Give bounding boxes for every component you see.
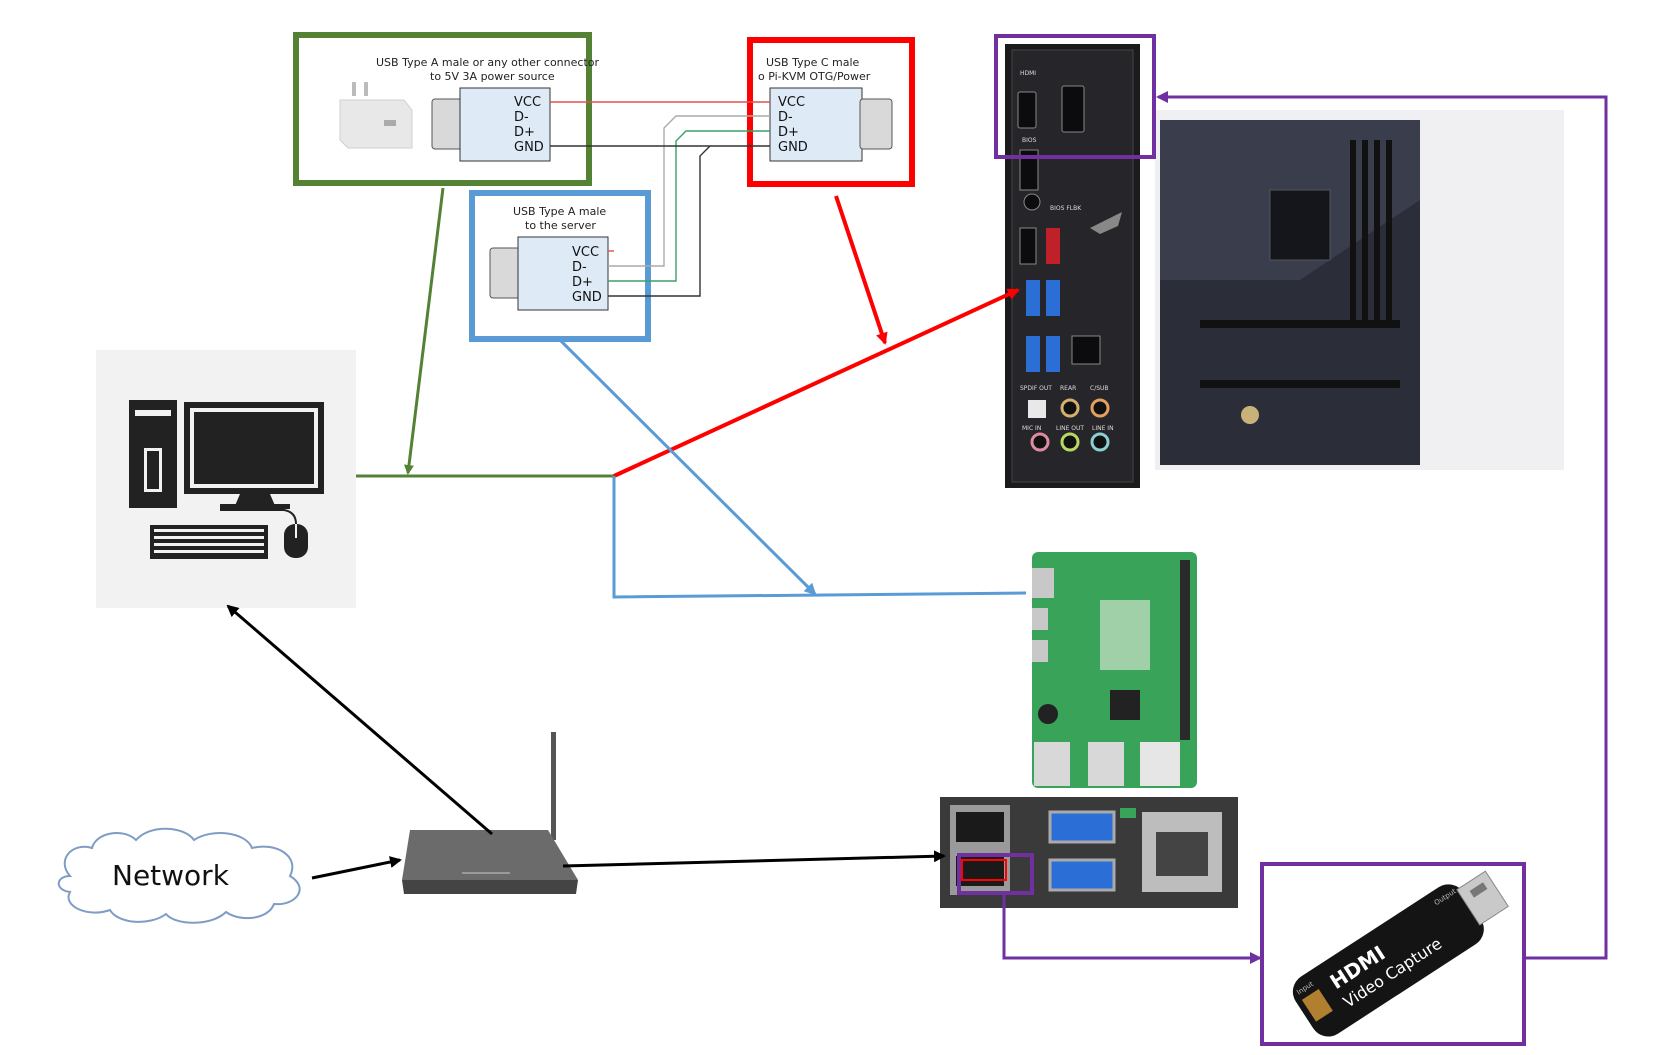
power-pin-dplus: D+ [514, 125, 535, 140]
pikvm-box-label-2: o Pi-KVM OTG/Power [758, 70, 871, 83]
server-box-label-1: USB Type A male [513, 205, 606, 218]
power-usb-connector: VCC D- D+ GND [431, 87, 551, 162]
io-label-line-out: LINE OUT [1056, 425, 1084, 432]
server-pin-dminus: D- [572, 260, 587, 275]
io-label-rear: REAR [1060, 385, 1076, 392]
io-label-bios-flbk: BIOS FLBK [1050, 205, 1082, 212]
purple-hdmi-link [1002, 91, 1608, 964]
pikvm-box-label-1: USB Type C male [766, 56, 860, 69]
io-label-bios: BIOS [1022, 137, 1037, 144]
server-pin-gnd: GND [572, 290, 602, 305]
power-box-label-2: to 5V 3A power source [430, 70, 555, 83]
green-power-link [356, 187, 614, 478]
red-otg-link [613, 195, 1020, 478]
power-source-box: USB Type A male or any other connector t… [293, 32, 599, 186]
server-usb-connector: VCC D- D+ GND [489, 236, 609, 311]
desktop-computer-icon [96, 350, 356, 608]
pikvm-usbc-connector: VCC D- D+ GND [769, 87, 893, 162]
power-pin-gnd: GND [514, 140, 544, 155]
motherboard-icon: HDMI BIOS BIOS FLBK SPDIF OUT REAR C/SUB… [994, 34, 1564, 488]
io-label-mic-in: MIC IN [1022, 425, 1041, 432]
server-pin-vcc: VCC [572, 245, 599, 260]
pikvm-pin-vcc: VCC [778, 95, 805, 110]
raspberry-pi-icon [1024, 548, 1197, 788]
pikvm-otg-box: USB Type C male o Pi-KVM OTG/Power VCC D… [747, 37, 915, 187]
power-box-label-1: USB Type A male or any other connector [376, 56, 599, 69]
io-label-line-in: LINE IN [1092, 425, 1114, 432]
black-network-links [226, 604, 946, 880]
pikvm-pin-dminus: D- [778, 110, 793, 125]
pikvm-pin-dplus: D+ [778, 125, 799, 140]
power-adapter-icon [339, 82, 413, 149]
usb-wires [550, 101, 770, 297]
usb-ports-blue [1026, 280, 1060, 372]
power-pin-dminus: D- [514, 110, 529, 125]
pikvm-pin-gnd: GND [778, 140, 808, 155]
router-icon [402, 732, 578, 894]
server-pin-dplus: D+ [572, 275, 593, 290]
server-usb-box: USB Type A male to the server VCC D- D+ … [469, 190, 651, 342]
network-label: Network [112, 859, 230, 892]
io-label-hdmi: HDMI [1020, 70, 1036, 77]
hdmi-capture-icon: HDMI Video Capture Input Output [1260, 862, 1526, 1046]
raspberry-pi-ports [940, 797, 1238, 908]
io-label-csub: C/SUB [1090, 385, 1109, 392]
blue-server-link [558, 338, 1027, 599]
cloud-icon: Network [57, 827, 301, 924]
server-box-label-2: to the server [525, 219, 596, 232]
io-label-spdif: SPDIF OUT [1020, 385, 1052, 392]
power-pin-vcc: VCC [514, 95, 541, 110]
